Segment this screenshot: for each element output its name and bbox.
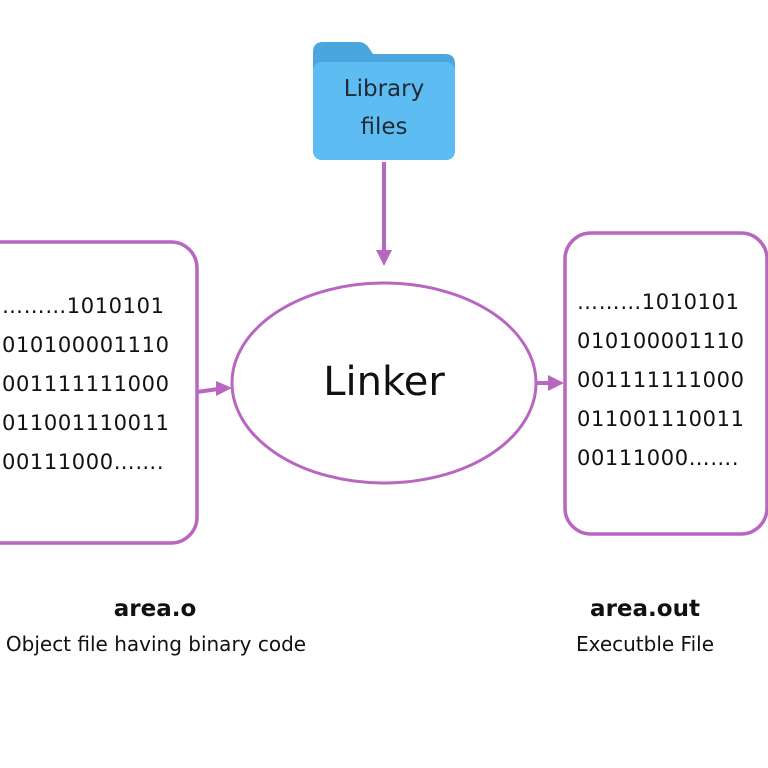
object-file-box (0, 240, 199, 545)
object-to-linker-arrow (196, 381, 232, 396)
binary-line: 00111000……. (2, 450, 165, 474)
executable-file-binary: ………1010101 010100001110 001111111000 011… (577, 283, 745, 478)
binary-line: 001111111000 (577, 368, 745, 392)
binary-line: ………1010101 (2, 294, 165, 318)
binary-line: 010100001110 (2, 333, 170, 357)
executable-file-box (563, 231, 768, 536)
binary-line: 010100001110 (577, 329, 745, 353)
executable-file-name: area.out (590, 596, 700, 622)
object-file-description: Object file having binary code (5, 632, 307, 656)
binary-line: 00111000……. (577, 446, 740, 470)
binary-line: 011001110011 (2, 411, 170, 435)
library-folder-icon (313, 42, 455, 160)
folder-front (313, 62, 455, 160)
library-files-label: Library files (313, 70, 455, 146)
library-label-line2: files (360, 114, 408, 140)
linker-to-executable-arrow (536, 375, 564, 391)
object-file-name: area.o (113, 596, 197, 622)
linker-label: Linker (323, 359, 445, 405)
object-file-binary: ………1010101 010100001110 001111111000 011… (2, 287, 170, 482)
binary-line: 001111111000 (2, 372, 170, 396)
executable-file-description: Executble File (575, 632, 715, 656)
library-label-line1: Library (343, 76, 425, 102)
library-to-linker-arrow (376, 162, 392, 266)
binary-line: 011001110011 (577, 407, 745, 431)
binary-line: ………1010101 (577, 290, 740, 314)
